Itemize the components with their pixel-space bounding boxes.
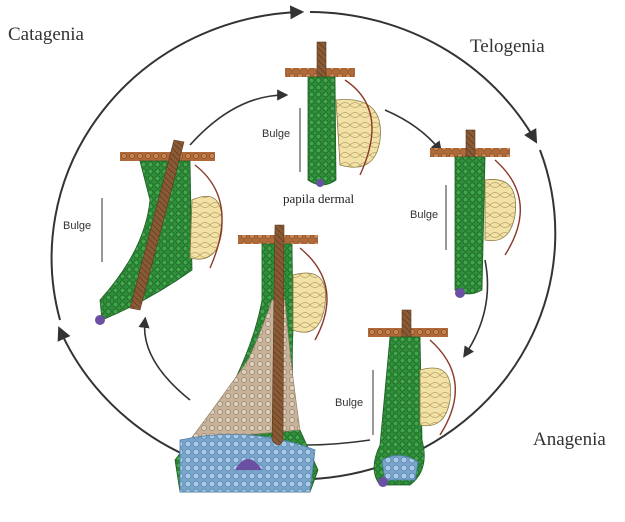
bulge-label-left: Bulge [63, 220, 91, 232]
follicle-bottom-right: Bulge [335, 310, 455, 487]
bulge-label-top: Bulge [262, 128, 290, 140]
outer-root-sheath [100, 161, 192, 320]
outer-root-sheath [455, 157, 485, 294]
dermal-papilla [378, 477, 388, 487]
papila-dermal-label: papila dermal [283, 191, 354, 206]
bulge-label-bottom-right: Bulge [335, 397, 363, 409]
phase-label-telogenia: Telogenia [470, 36, 545, 57]
bulge-label-right: Bulge [410, 209, 438, 221]
follicle-top-center: Bulge [262, 42, 380, 187]
follicle-left: Bulge [63, 140, 222, 325]
sebaceous-gland [336, 100, 380, 168]
dermal-papilla [95, 315, 105, 325]
outer-root-sheath [308, 77, 336, 185]
sebaceous-gland [293, 273, 326, 332]
hair-matrix [382, 455, 418, 480]
epidermis-layer [120, 152, 215, 161]
follicle-right: Bulge [410, 130, 520, 298]
sebaceous-gland [420, 368, 451, 426]
follicle-bottom-center [175, 225, 327, 492]
dermal-papilla [316, 179, 324, 187]
phase-label-catagenia: Catagenia [8, 24, 85, 45]
phase-label-anagenia: Anagenia [533, 429, 606, 450]
dermal-papilla [455, 288, 465, 298]
sebaceous-gland [485, 179, 516, 240]
